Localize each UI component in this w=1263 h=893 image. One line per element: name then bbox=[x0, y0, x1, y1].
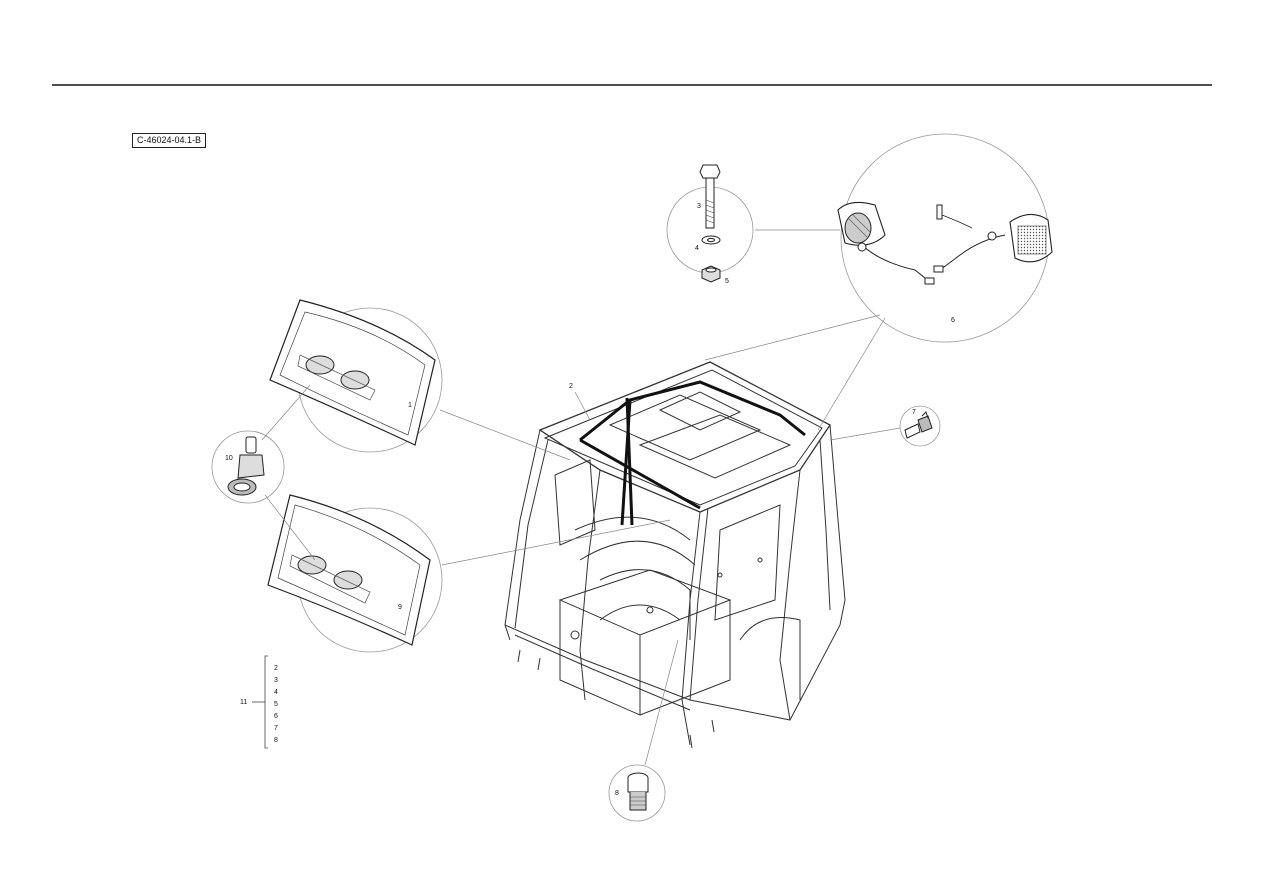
callout-10: 10 bbox=[225, 455, 233, 462]
leader-2 bbox=[574, 391, 591, 421]
kit-list-item: 8 bbox=[274, 737, 278, 744]
cab-frame bbox=[504, 361, 846, 749]
callout-4: 4 bbox=[695, 245, 699, 252]
leader-10-b bbox=[264, 494, 316, 561]
detail-circle-1 bbox=[269, 299, 443, 453]
detail-circle-10 bbox=[211, 430, 285, 504]
callout-11: 11 bbox=[240, 699, 247, 706]
kit-list-item: 3 bbox=[274, 677, 278, 684]
drawing-reference-code: C-46024-04.1-B bbox=[132, 133, 207, 148]
detail-circle-9 bbox=[267, 494, 443, 653]
kit-list-item: 4 bbox=[274, 689, 278, 696]
detail-circle-7 bbox=[899, 405, 941, 447]
kit-list-item: 7 bbox=[274, 725, 278, 732]
leader-1 bbox=[439, 409, 571, 461]
callout-5: 5 bbox=[725, 278, 729, 285]
detail-circle-8 bbox=[608, 764, 666, 822]
leader-7 bbox=[829, 427, 901, 441]
leader-8 bbox=[644, 639, 679, 766]
callout-1: 1 bbox=[408, 402, 412, 409]
kit-list-item: 5 bbox=[274, 701, 278, 708]
kit-list-item: 2 bbox=[274, 665, 278, 672]
callout-3: 3 bbox=[697, 203, 701, 210]
callout-7: 7 bbox=[912, 409, 916, 416]
kit-bracket bbox=[252, 655, 268, 749]
kit-list-item: 6 bbox=[274, 713, 278, 720]
detail-circle-6 bbox=[837, 133, 1053, 343]
callout-9: 9 bbox=[398, 604, 402, 611]
leader-6-b bbox=[817, 317, 886, 431]
detail-circle-hardware bbox=[666, 164, 754, 283]
leader-10-a bbox=[261, 384, 311, 441]
roof-wiring-harness bbox=[579, 380, 806, 526]
callout-6: 6 bbox=[951, 317, 955, 324]
callout-2: 2 bbox=[569, 383, 573, 390]
kit-item-list: 2 3 4 5 6 7 8 bbox=[274, 665, 278, 744]
leader-9 bbox=[441, 519, 671, 566]
leader-6-a bbox=[704, 314, 881, 361]
callout-8: 8 bbox=[615, 790, 619, 797]
